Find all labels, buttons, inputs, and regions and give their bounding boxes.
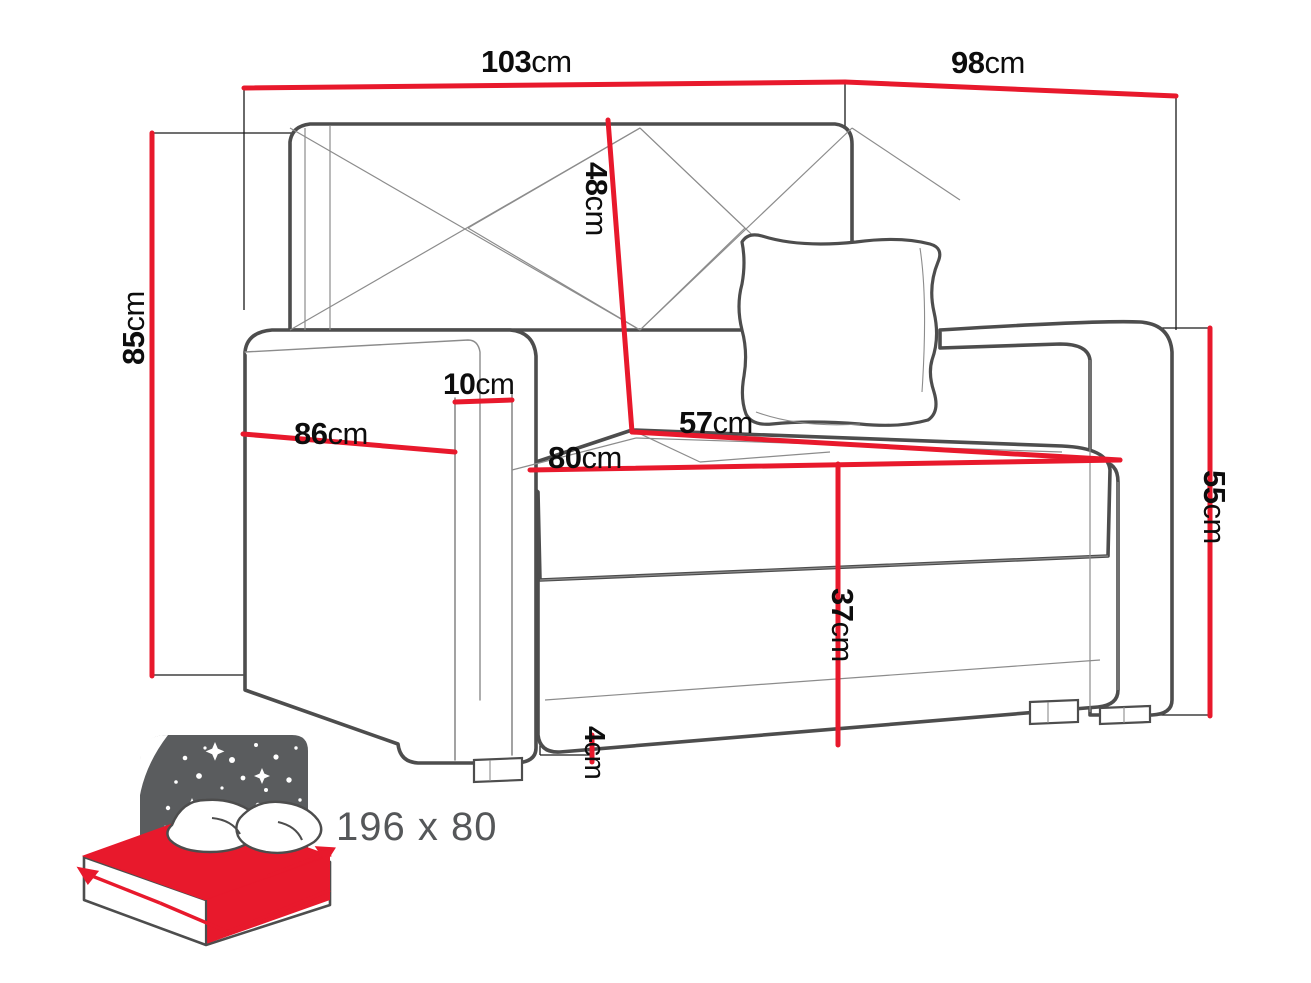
- dimline-103: [241, 79, 848, 91]
- backrest-panel: [288, 122, 854, 332]
- pillow-detail-lines: [755, 247, 926, 426]
- pillows: [166, 798, 323, 855]
- label-103: 103cm: [481, 44, 572, 79]
- label-85: 85cm: [116, 291, 151, 365]
- dimline-57: [629, 429, 1123, 463]
- label-80: 80cm: [548, 440, 622, 475]
- left-armrest-top-face: [244, 339, 481, 701]
- label-57: 57cm: [679, 405, 753, 440]
- bed-mattress-night-icon: [76, 735, 336, 947]
- dimline-80: [527, 457, 1123, 473]
- label-10: 10cm: [443, 368, 515, 401]
- label-4: 4cm: [578, 726, 610, 780]
- dimension-lines: [149, 79, 1213, 765]
- label-55: 55cm: [1197, 470, 1232, 544]
- dimline-86: [240, 431, 458, 455]
- throw-pillow: [737, 233, 942, 427]
- moon-swoosh: [137, 735, 168, 882]
- pillow-folds: [211, 816, 303, 841]
- label-98: 98cm: [951, 45, 1025, 80]
- mattress-size-label: 196 x 80: [336, 805, 498, 849]
- dimline-98: [842, 79, 1179, 99]
- leg-front-left: [472, 756, 524, 784]
- leg-detail-lines: [489, 702, 1125, 781]
- dimline-48: [605, 117, 635, 435]
- leg-right: [1098, 704, 1152, 726]
- label-37: 37cm: [825, 588, 860, 662]
- label-86: 86cm: [294, 416, 368, 451]
- sofa-legs: [472, 698, 1152, 784]
- mattress-arrows: [76, 846, 336, 934]
- label-48: 48cm: [579, 162, 614, 236]
- armrest-side-strip: [454, 391, 513, 761]
- mattress-side-red: [206, 856, 330, 944]
- leg-center: [1028, 698, 1080, 726]
- dimline-10: [452, 397, 515, 405]
